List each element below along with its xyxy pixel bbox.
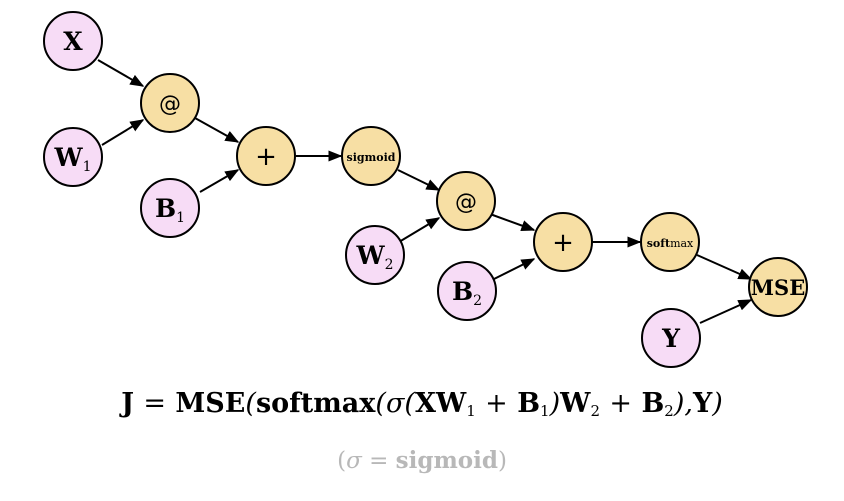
formula-paren: ) [549,388,561,419]
node-b2: B2 [437,261,497,321]
node-sigmoid-label: sigmoid [347,151,396,164]
formula-sub: 2 [664,402,674,420]
node-plus-2: + [533,212,593,272]
note-paren: ) [497,448,507,474]
node-x-label: X [63,27,83,56]
formula-w: W [560,388,591,419]
formula-paren: ( [375,388,386,419]
edge-x-matmul1 [97,59,145,87]
node-b1-sub: 1 [176,210,185,226]
edge-b2-plus2 [491,258,536,281]
node-w1-label: W [54,143,84,172]
node-w2-label: W [356,241,386,270]
node-x: X [43,11,103,71]
node-mse-label: MSE [751,275,805,300]
edge-w1-matmul1 [101,119,145,146]
formula-paren: ( [245,388,256,419]
node-b1-label: B [155,194,176,223]
objective-formula: J = MSE(softmax(σ(XW1 + B1)W2 + B2),Y) [0,388,844,420]
formula-paren: ) [712,388,723,419]
formula-eq: = [143,388,167,419]
svg-text:B1: B1 [155,194,185,226]
node-matmul-1-label: @ [159,92,181,117]
formula-sub: 1 [466,402,476,420]
edge-y-mse [699,299,753,324]
node-w1-sub: 1 [83,159,92,175]
edge-w2-matmul2 [398,217,441,243]
edge-sigmoid-matmul2 [397,169,441,191]
node-plus-2-label: + [552,228,574,258]
edge-softmax-mse [696,254,753,280]
formula-mse: MSE [175,388,246,419]
node-b1: B1 [140,178,200,238]
node-y: Y [641,308,701,368]
edge-b1-plus1 [199,169,240,193]
node-plus-1-label: + [255,142,277,172]
formula-b: B [641,388,665,419]
note-eq: = [369,448,389,474]
svg-text:softmax: softmax [647,237,694,250]
node-w1: W1 [43,127,103,187]
node-softmax-label-regular: max [670,237,694,250]
formula-lhs: J [121,388,134,419]
formula-sub: 2 [590,402,600,420]
formula-paren: ) [673,388,685,419]
node-w2-sub: 2 [385,257,394,273]
edge-matmul2-plus2 [489,213,536,231]
formula-comma: , [684,388,693,419]
note-sigma: σ [346,448,362,474]
node-softmax-label-bold: soft [647,237,671,250]
node-w2: W2 [345,225,405,285]
formula-sigma: σ [385,388,405,419]
node-sigmoid: sigmoid [341,126,401,186]
svg-text:W1: W1 [54,143,92,175]
formula-softmax: softmax [255,388,376,419]
sigma-definition-note: (σ = sigmoid) [0,447,844,474]
node-matmul-1: @ [140,73,200,133]
formula-b: B [517,388,541,419]
node-matmul-2-label: @ [455,190,477,215]
node-plus-1: + [236,126,296,186]
formula-paren: ( [404,388,415,419]
note-paren: ( [337,448,347,474]
formula-w: W [435,388,467,419]
formula-y: Y [692,388,713,419]
edge-matmul1-plus1 [194,117,240,143]
node-b2-sub: 2 [473,293,482,309]
node-matmul-2: @ [436,171,496,231]
node-b2-label: B [452,277,473,306]
formula-plus: + [485,388,508,419]
svg-text:W2: W2 [356,241,394,273]
svg-text:B2: B2 [452,277,482,309]
node-softmax: softmax [640,212,700,272]
note-sigmoid: sigmoid [395,447,498,474]
formula-x: X [414,388,436,419]
node-y-label: Y [661,324,681,353]
edges [97,59,753,324]
formula-sub: 1 [540,402,550,420]
node-mse: MSE [748,257,808,317]
formula-plus: + [609,388,633,419]
